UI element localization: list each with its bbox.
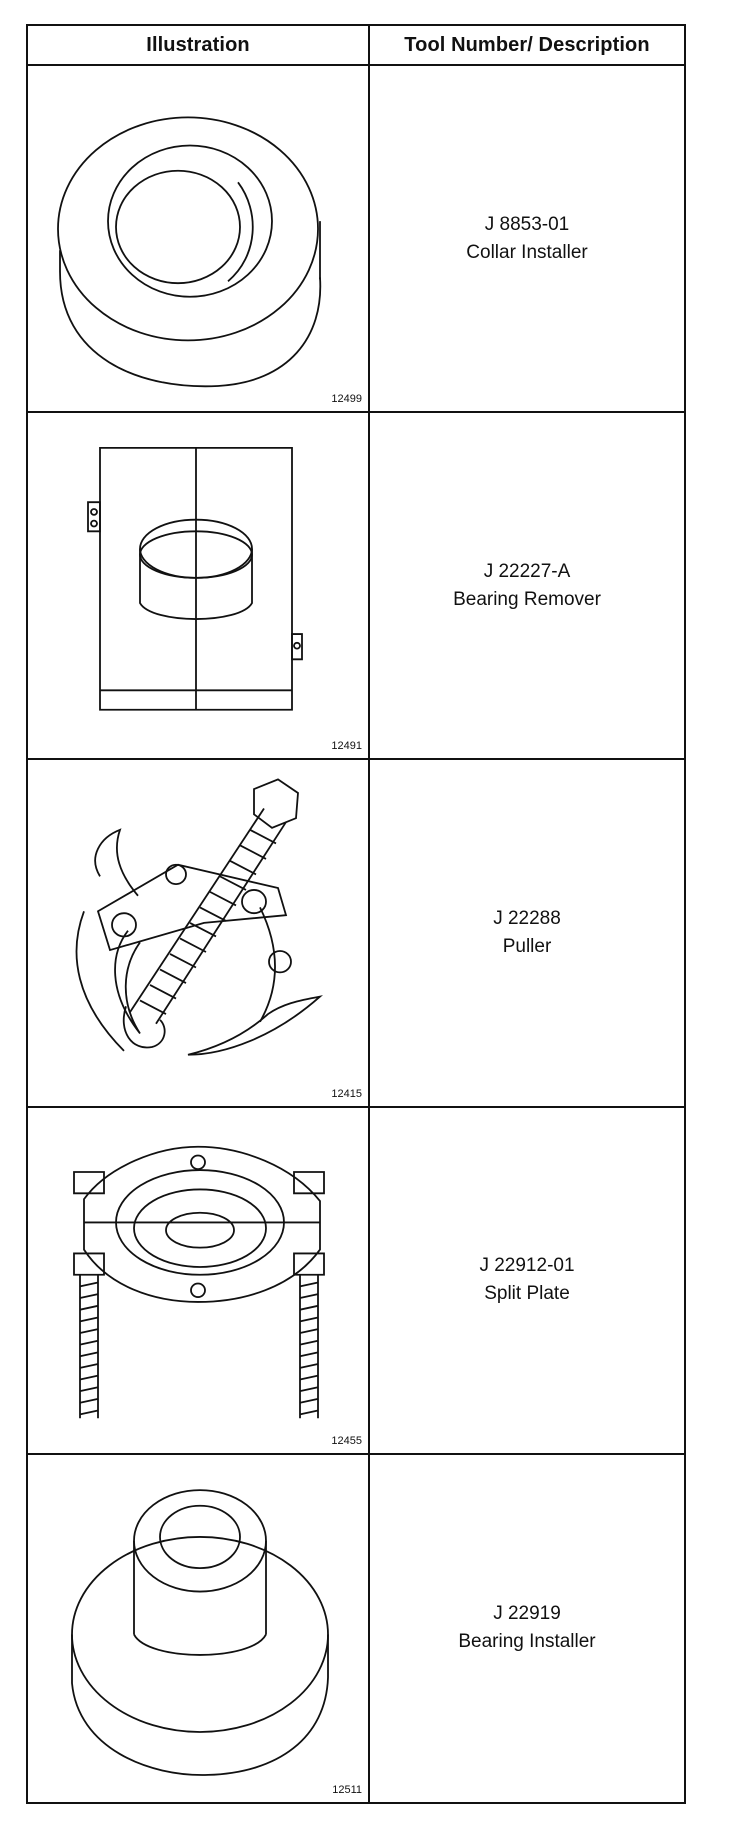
- tool-description-cell: J 22912-01 Split Plate: [370, 1108, 684, 1455]
- tool-description: Collar Installer: [466, 241, 588, 263]
- header-illustration: Illustration: [28, 26, 370, 66]
- tool-description: Bearing Installer: [458, 1631, 596, 1653]
- tool-number: J 22288: [493, 907, 561, 929]
- tool-number: J 22227-A: [483, 560, 571, 582]
- illustration-cell: 12455: [28, 1107, 370, 1455]
- figure-number: 12511: [332, 1784, 362, 1796]
- illustration-cell: 12511: [28, 1454, 370, 1802]
- tool-description-cell: J 22919 Bearing Installer: [370, 1455, 684, 1802]
- figure-number: 12491: [331, 740, 362, 753]
- tool-description-cell: J 22227-A Bearing Remover: [370, 413, 684, 761]
- tool-number: J 8853-01: [484, 213, 570, 235]
- split-plate-icon: [28, 1108, 368, 1453]
- tool-table: Illustration Tool Number/ Description 12…: [26, 24, 686, 1804]
- tool-number: J 22919: [493, 1603, 561, 1625]
- tool-description-cell: J 22288 Puller: [370, 760, 684, 1108]
- tool-description-cell: J 8853-01 Collar Installer: [370, 66, 684, 414]
- puller-icon: [28, 760, 368, 1105]
- tool-number: J 22912-01: [479, 1255, 575, 1277]
- figure-number: 12415: [331, 1087, 362, 1100]
- bearing-remover-icon: [28, 413, 368, 758]
- collar-installer-icon: [28, 66, 368, 411]
- figure-number: 12499: [331, 393, 362, 406]
- tool-description: Bearing Remover: [453, 588, 601, 610]
- illustration-cell: 12499: [28, 66, 370, 414]
- tool-description: Puller: [502, 935, 552, 957]
- header-tool-description: Tool Number/ Description: [370, 26, 684, 66]
- bearing-installer-icon: [28, 1455, 368, 1802]
- tool-description: Split Plate: [484, 1283, 570, 1305]
- illustration-cell: 12415: [28, 760, 370, 1108]
- figure-number: 12455: [331, 1434, 362, 1447]
- illustration-cell: 12491: [28, 413, 370, 761]
